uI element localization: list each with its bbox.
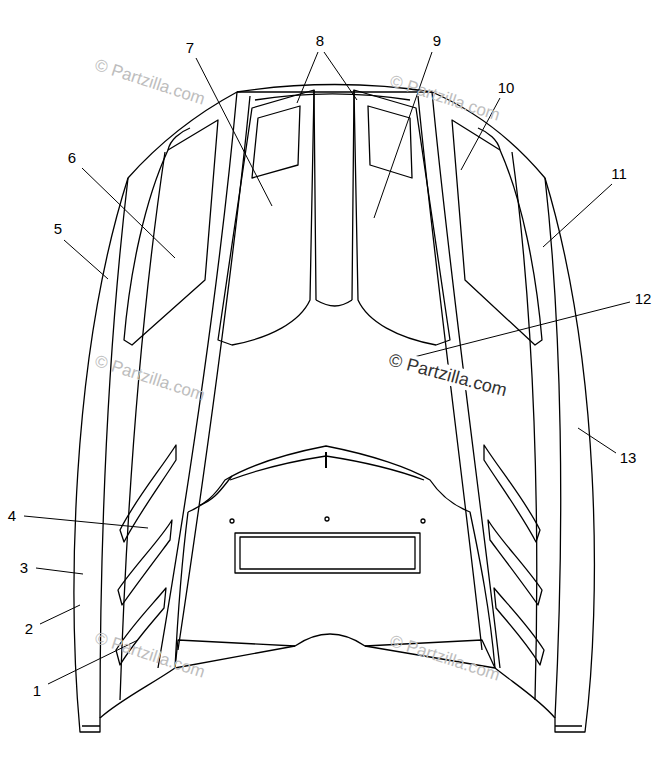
callout-number: 8 [314, 32, 326, 49]
leader-lines [24, 52, 630, 684]
watermark: © Partzilla.com [384, 349, 512, 401]
callout-number: 9 [431, 32, 443, 49]
callout-number: 2 [23, 620, 35, 637]
callout-number: 13 [618, 449, 639, 466]
callout-number: 10 [496, 79, 517, 96]
callout-number: 11 [609, 165, 629, 182]
callout-number: 1 [31, 682, 43, 699]
callout-number: 5 [52, 220, 64, 237]
watermark: © Partzilla.com [388, 72, 502, 124]
watermark: © Partzilla.com [93, 352, 207, 404]
callout-number: 6 [66, 149, 78, 166]
watermark: © Partzilla.com [93, 629, 207, 681]
watermark: © Partzilla.com [388, 632, 502, 684]
callout-number: 12 [633, 290, 654, 307]
callout-number: 3 [18, 559, 30, 576]
callout-number: 4 [6, 507, 18, 524]
callout-number: 7 [184, 39, 196, 56]
watermark: © Partzilla.com [93, 56, 207, 108]
